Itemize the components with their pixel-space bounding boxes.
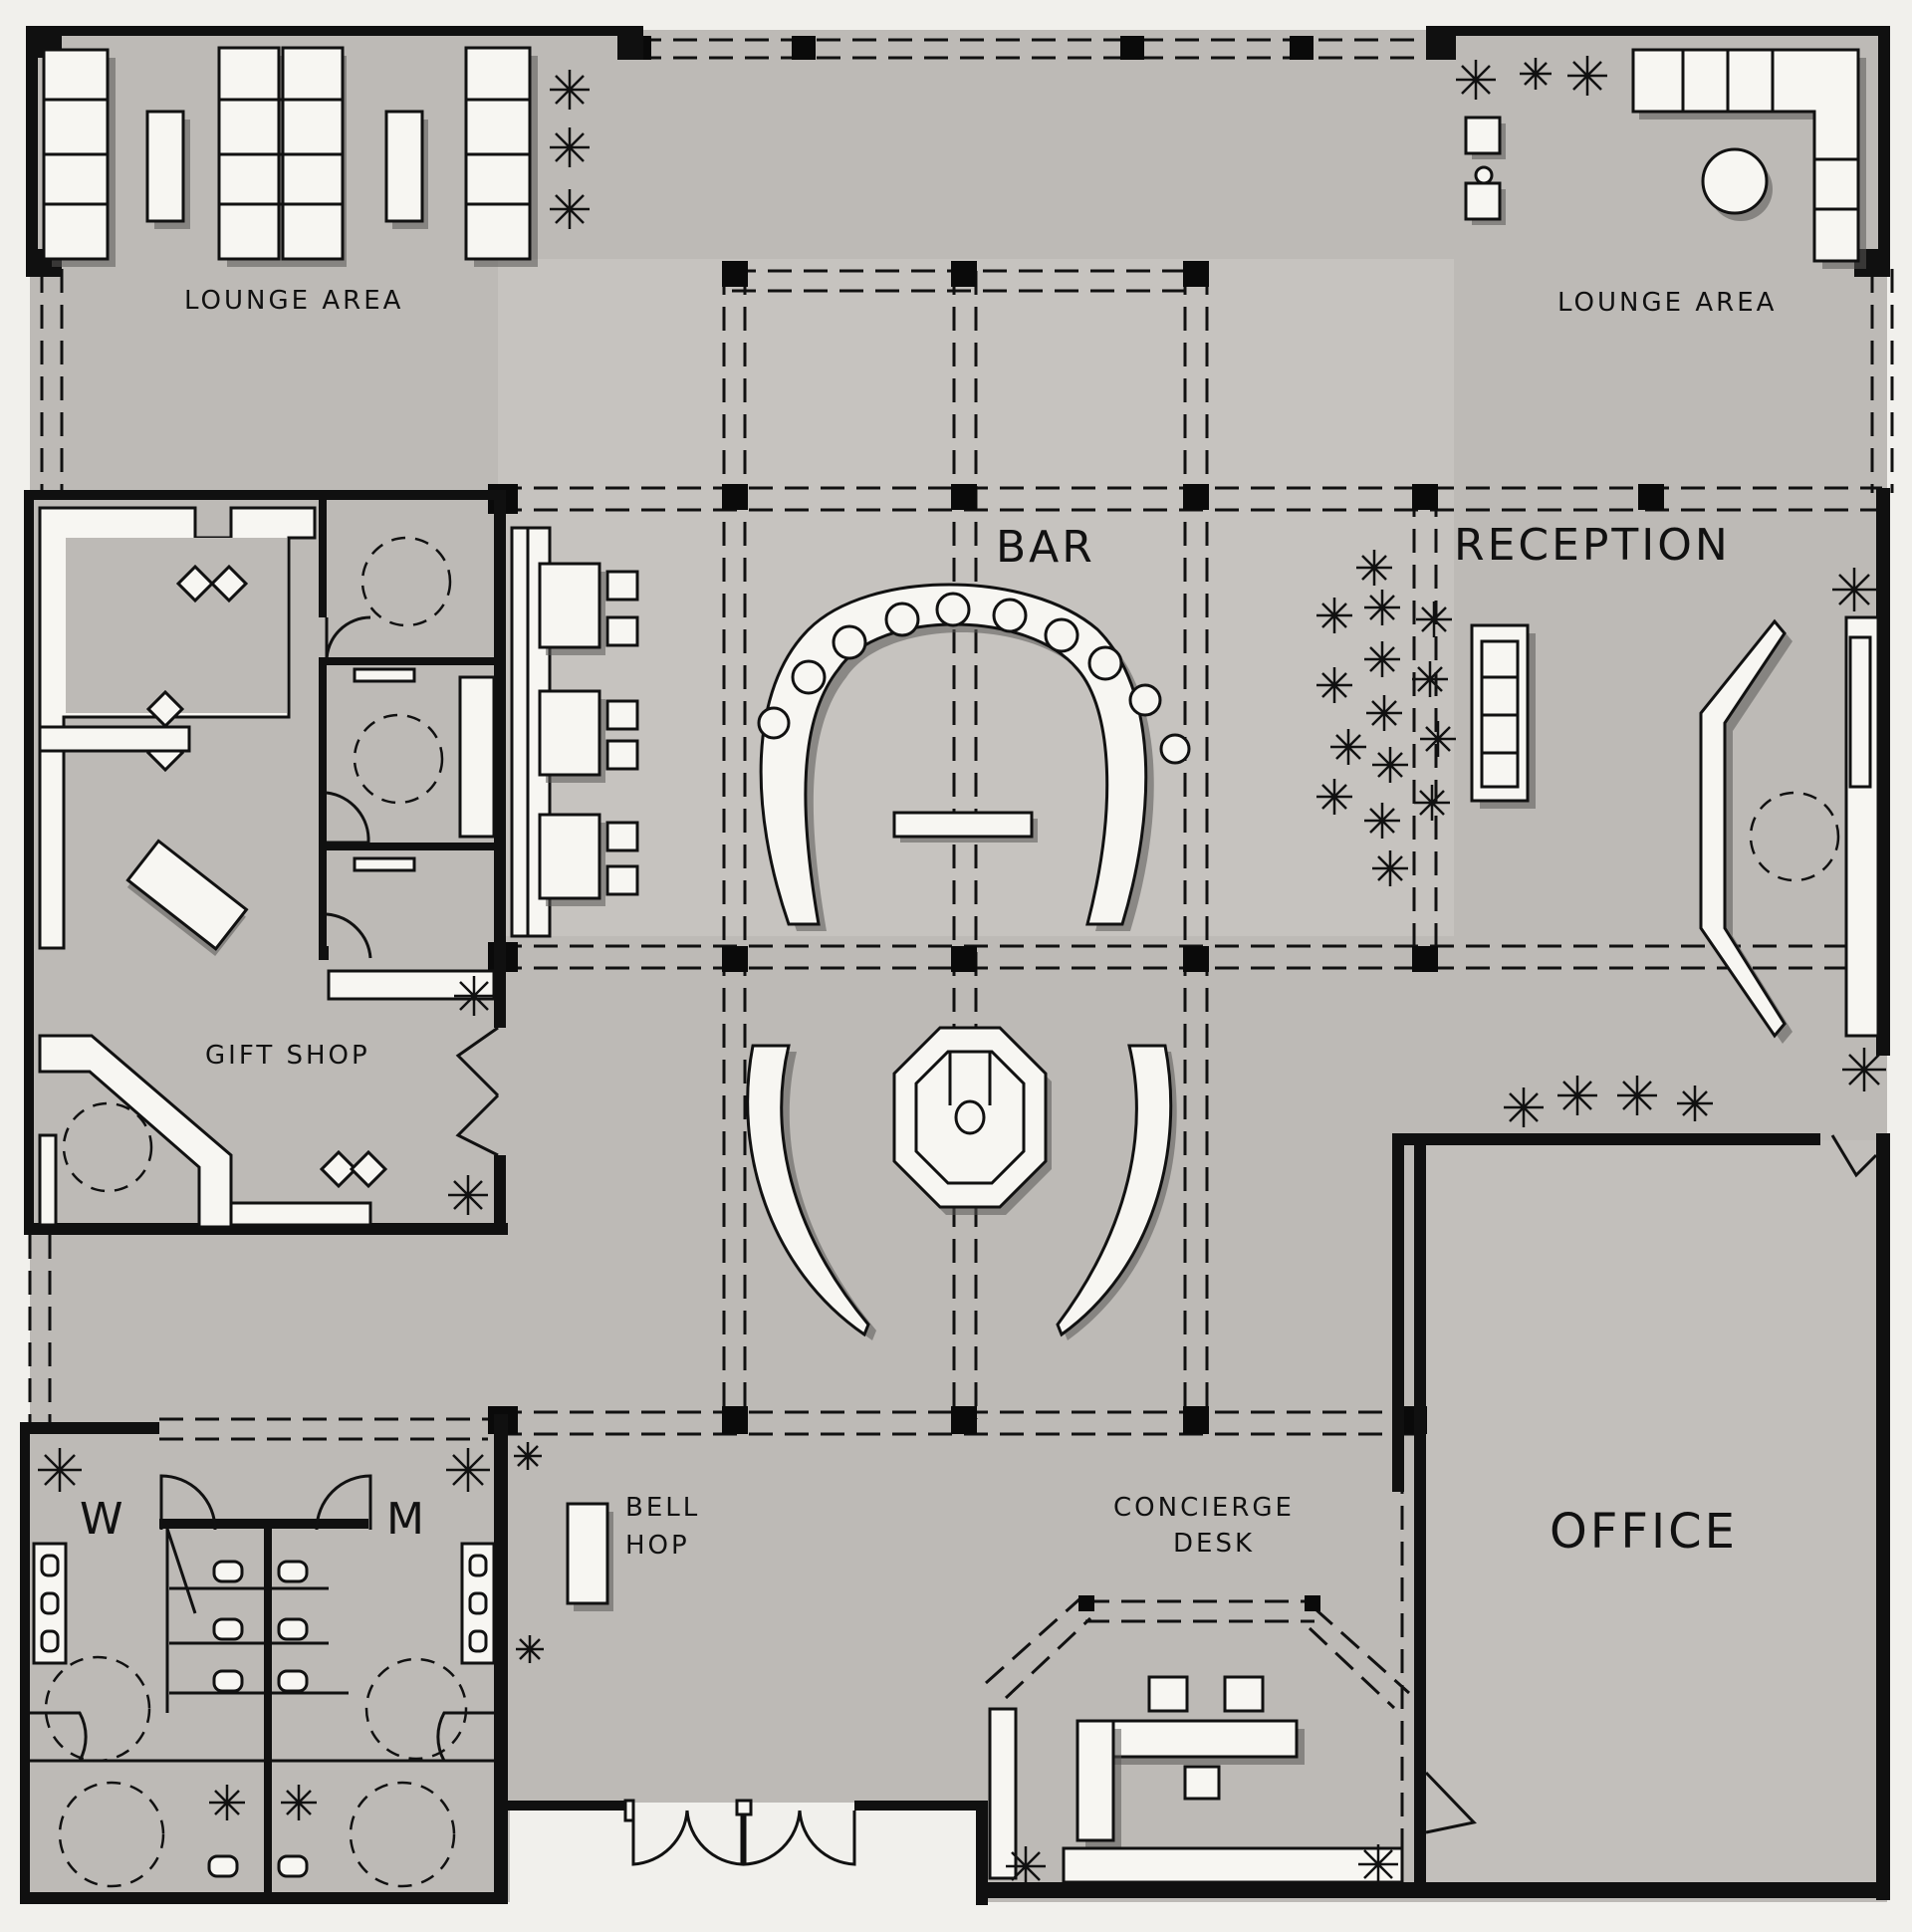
label-gift-shop: GIFT SHOP bbox=[205, 1041, 370, 1071]
restrooms bbox=[30, 1474, 496, 1888]
gift-shop-fixtures bbox=[38, 506, 500, 1229]
plant-cluster-icon bbox=[1316, 550, 1886, 1127]
room-labels: LOUNGE AREA LOUNGE AREA BAR RECEPTION GI… bbox=[80, 286, 1777, 1561]
label-women: W bbox=[80, 1494, 126, 1545]
reception-back-counter bbox=[1844, 615, 1880, 1038]
label-bar: BAR bbox=[996, 522, 1095, 573]
label-concierge: CONCIERGE bbox=[1113, 1493, 1295, 1523]
bellhop-desk bbox=[566, 1502, 613, 1611]
bar-counter bbox=[759, 583, 1154, 931]
label-men: M bbox=[386, 1494, 427, 1545]
label-reception: RECEPTION bbox=[1454, 520, 1731, 571]
curved-bench-right bbox=[1056, 1044, 1177, 1340]
label-bellhop-line2: HOP bbox=[625, 1531, 690, 1561]
label-lounge-left: LOUNGE AREA bbox=[184, 286, 403, 316]
label-concierge-desk: DESK bbox=[1173, 1529, 1255, 1559]
label-office: OFFICE bbox=[1550, 1504, 1738, 1560]
lounge-right-furniture bbox=[1464, 48, 1866, 269]
entrance-doors bbox=[623, 1799, 856, 1866]
plant-icon bbox=[1456, 56, 1607, 100]
plant-icon bbox=[550, 70, 590, 229]
reception-sofa bbox=[1470, 623, 1536, 809]
concierge-desk bbox=[988, 1134, 1878, 1884]
plant-icon bbox=[448, 976, 494, 1215]
curved-bench-left bbox=[746, 1044, 876, 1340]
bar-stools bbox=[757, 592, 1191, 765]
label-lounge-right: LOUNGE AREA bbox=[1557, 288, 1777, 318]
booth-seating bbox=[510, 526, 639, 938]
plant-icon bbox=[38, 1442, 544, 1820]
plant-icon bbox=[1006, 1844, 1398, 1886]
reception-desk bbox=[1699, 618, 1840, 1044]
fountain bbox=[892, 1026, 1052, 1215]
label-bellhop-line1: BELL bbox=[625, 1493, 700, 1523]
lounge-left-furniture bbox=[42, 46, 538, 267]
